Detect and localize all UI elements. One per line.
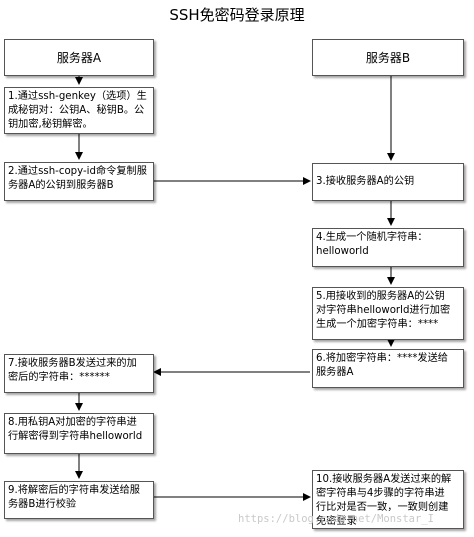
step-10-box: 10.接收服务器A发送过来的解 密字符串与4步骤的字符串进 行比对是否一致，一致… — [312, 470, 464, 529]
step-6-box: 6.将加密字符串：****发送给 服务器A — [312, 349, 464, 388]
watermark: https://blog.csdn.net/Monstar_I — [238, 513, 434, 525]
step-7-box: 7.接收服务器B发送过来的加 密后的字符串：****** — [4, 354, 154, 393]
step-1-box: 1.通过ssh-genkey（选项）生 成秘钥对：公钥A、秘钥B。公 钥加密,秘… — [4, 87, 154, 134]
step-9-box: 9.将解密后的字符串发送给服 务器B进行校验 — [4, 481, 154, 519]
diagram-title: SSH免密码登录原理 — [169, 6, 305, 24]
server-b-header: 服务器B — [312, 39, 464, 76]
server-a-label: 服务器A — [56, 51, 102, 65]
step-5-box: 5.用接收到的服务器A的公钥 对字符串helloworld进行加密 生成一个加密… — [312, 287, 464, 340]
step-2-box: 2.通过ssh-copy-id命令复制服 务器A的公钥到服务器B — [4, 162, 154, 201]
step-3-box: 3.接收服务器A的公钥 — [312, 163, 464, 201]
server-a-header: 服务器A — [4, 39, 154, 76]
step-4-box: 4.生成一个随机字符串： helloworld — [312, 228, 464, 267]
step-8-box: 8.用私钥A对加密的字符串进 行解密得到字符串helloworld — [4, 413, 154, 454]
server-b-label: 服务器B — [365, 51, 411, 65]
